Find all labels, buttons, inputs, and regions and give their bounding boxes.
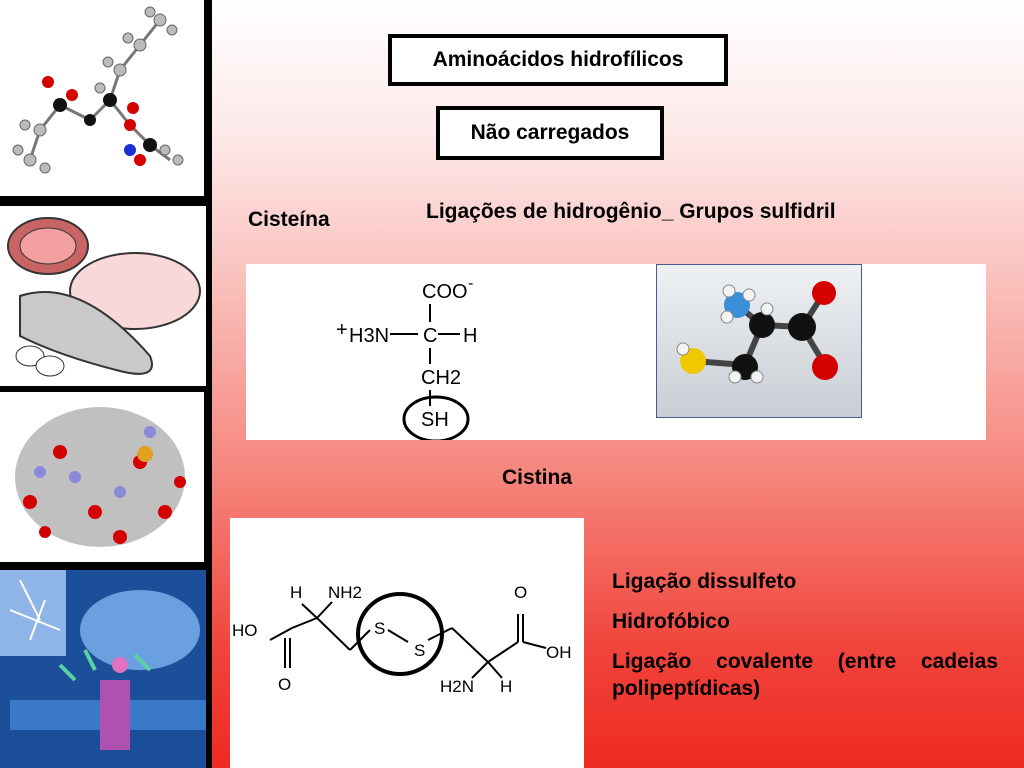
cystine-structural-formula: H NH2 HO O S S O OH H2N H: [232, 583, 572, 696]
cystine-properties-list: Ligação dissulfeto Hidrofóbico Ligação c…: [612, 568, 998, 715]
cystine-h-left: H: [290, 583, 302, 602]
property-hydrophobic: Hidrofóbico: [612, 610, 730, 633]
sulfhydryl-highlight-circle: [402, 395, 470, 440]
cysteine-panel: COO - + H3N C H CH2 SH: [246, 264, 986, 440]
cystine-label: Cistina: [502, 466, 573, 489]
cystine-o-right: O: [514, 583, 527, 602]
cysteine-structural-formula: COO - + H3N C H CH2 SH: [336, 275, 477, 440]
subtitle-box: Não carregados: [436, 106, 664, 160]
cystine-s1: S: [374, 619, 385, 638]
food-proteins-image: [0, 206, 206, 386]
carboxyl-carbon-atom-icon: [788, 313, 816, 341]
formula-charge-plus: +: [336, 319, 348, 341]
title-box: Aminoácidos hidrofílicos: [388, 34, 728, 86]
left-image-strip: [0, 0, 212, 768]
cystine-h2n-bottom: H2N: [440, 677, 474, 696]
cystine-h-right: H: [500, 677, 512, 696]
cystine-s2: S: [414, 641, 425, 660]
protein-surface-model-image: [0, 392, 204, 562]
disulfide-highlight-circle: [356, 592, 444, 676]
nitrogen-atom-icon: [724, 292, 750, 318]
cystine-nh2-top: NH2: [328, 583, 362, 602]
oxygen-atom-icon: [812, 354, 838, 380]
formula-coo: COO: [422, 281, 468, 303]
property-covalent: Ligação covalente (entre cadeias polipep…: [612, 650, 998, 700]
formula-charge-minus: -: [468, 275, 473, 292]
formula-sh: SH: [421, 409, 449, 431]
title-text: Aminoácidos hidrofílicos: [432, 48, 684, 71]
alpha-carbon-atom-icon: [749, 312, 775, 338]
formula-amine: H3N: [349, 325, 389, 347]
property-disulfide: Ligação dissulfeto: [612, 570, 797, 593]
cell-membrane-image: [0, 570, 206, 768]
cysteine-3d-model-image: [656, 264, 862, 418]
formula-ch2: CH2: [421, 367, 461, 389]
subtitle-text: Não carregados: [470, 121, 630, 144]
cystine-ho: HO: [232, 621, 258, 640]
sulfur-atom-icon: [680, 348, 706, 374]
cystine-panel: H NH2 HO O S S O OH H2N H: [230, 518, 584, 768]
cysteine-heading: Ligações de hidrogênio_ Grupos sulfidril: [426, 200, 836, 223]
formula-alpha-carbon: C: [423, 325, 437, 347]
cystine-oh: OH: [546, 643, 572, 662]
oxygen-atom-icon: [812, 281, 836, 305]
ball-stick-molecule-image: [0, 0, 204, 196]
cystine-o-left: O: [278, 675, 291, 694]
formula-hydrogen: H: [463, 325, 477, 347]
cysteine-label: Cisteína: [248, 208, 330, 231]
